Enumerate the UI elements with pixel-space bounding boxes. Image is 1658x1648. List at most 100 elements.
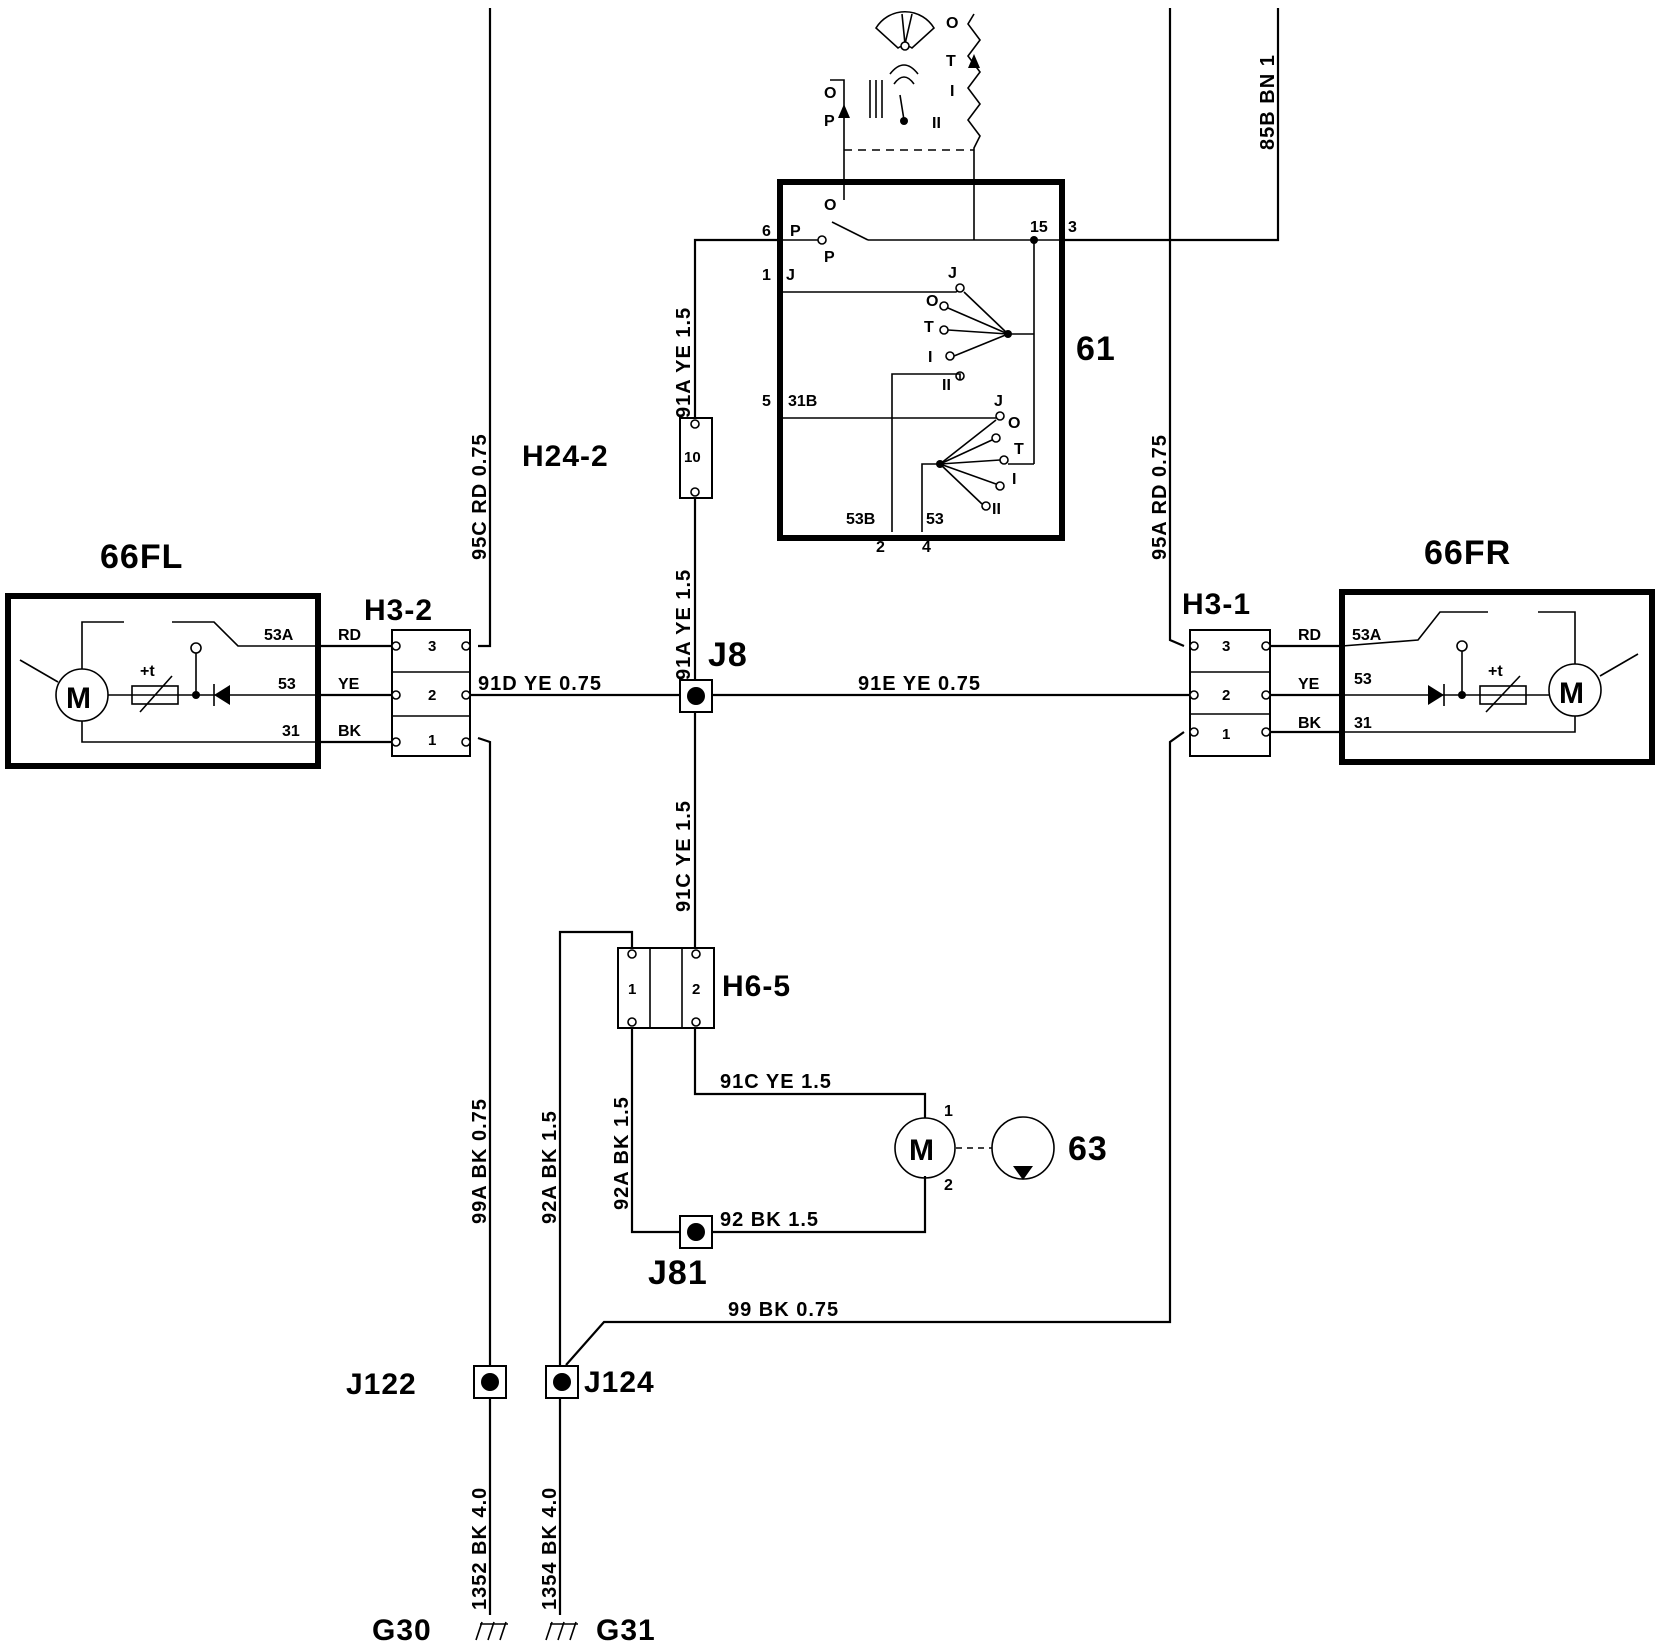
sym-I: I <box>950 83 954 100</box>
wiper-arm-fr-icon <box>1599 653 1639 677</box>
sw-pin-P2: P <box>824 249 835 266</box>
fl-wire-rd: RD <box>338 627 361 644</box>
j124-label: J124 <box>584 1366 655 1399</box>
h24-2-label: H24-2 <box>522 440 609 473</box>
h24-2-pin-bottom <box>690 487 700 497</box>
label-91e: 91E YE 0.75 <box>858 673 981 695</box>
connector-h6-5: 1 2 H6-5 <box>617 947 791 1029</box>
h3-1-pin3: 3 <box>1222 638 1230 655</box>
fl-internal-top <box>81 621 124 669</box>
fr-thermistor-slash <box>1485 675 1521 713</box>
pos-T2: T <box>1014 441 1024 458</box>
sym-O2: O <box>946 15 958 32</box>
label-85b: 85B BN 1 <box>1257 54 1279 150</box>
wire-92a-right <box>630 1022 680 1234</box>
label-92a-right: 92A BK 1.5 <box>611 1096 633 1210</box>
splice-j124: J124 <box>545 1365 655 1399</box>
label-92: 92 BK 1.5 <box>720 1209 819 1231</box>
pos-J2: J <box>994 393 1003 410</box>
h3-1-pin-a <box>1189 641 1199 651</box>
h3-2-pin-e <box>391 737 401 747</box>
j8-label: J8 <box>708 636 748 674</box>
h6-5-label: H6-5 <box>722 970 791 1003</box>
fr-pin-53: 53 <box>1354 671 1372 688</box>
pos-T: T <box>924 319 934 336</box>
fl-pin-53: 53 <box>278 676 296 693</box>
h24-2-pin-top <box>690 419 700 429</box>
pos-II2: II <box>992 501 1001 518</box>
fr-pin-53a: 53A <box>1352 627 1382 644</box>
fl-wire-ye: YE <box>338 676 360 693</box>
washer-spray-icon <box>889 64 919 121</box>
connector-h24-2: H24-2 10 <box>522 417 713 499</box>
wires <box>318 8 1342 1615</box>
j122-label: J122 <box>346 1368 417 1401</box>
splice-j81: J81 <box>648 1215 713 1292</box>
fr-wire-rd: RD <box>1298 627 1321 644</box>
wiper-motor-66fr: 66FR M +t 53A 53 31 RD YE BK <box>1298 534 1655 765</box>
label-99a: 99A BK 0.75 <box>469 1098 491 1224</box>
h3-2-pin1: 1 <box>428 732 436 749</box>
h6-5-pin2: 2 <box>692 981 700 998</box>
j124-dot <box>553 1373 571 1391</box>
washer-pump-63: M 1 2 63 <box>894 1103 1107 1194</box>
wire-99a <box>477 736 492 1368</box>
wire-99 <box>565 731 1185 1366</box>
h3-2-pin-f <box>461 737 471 747</box>
ground-g31-icon <box>545 1621 578 1641</box>
pump-pin1: 1 <box>944 1103 953 1120</box>
grounds: G30 G31 <box>372 1614 656 1647</box>
pos-II: II <box>942 377 951 394</box>
h3-1-pin-b <box>1261 641 1271 651</box>
h6-5-pin-b <box>691 949 701 959</box>
wire-91a-top <box>693 238 780 418</box>
fr-thermistor <box>1479 685 1527 705</box>
connector-h3-2: H3-2 3 2 1 <box>364 594 471 757</box>
motor-66fl-box <box>5 593 321 769</box>
fr-pin-31: 31 <box>1354 715 1372 732</box>
switch-61-box <box>777 179 1065 541</box>
sw-pin-6: 6 <box>762 223 771 240</box>
h6-5-body <box>617 947 715 1029</box>
pump-motor-symbol <box>894 1117 956 1179</box>
ground-g31-label: G31 <box>596 1614 656 1647</box>
motor-66fl-label: 66FL <box>100 538 183 576</box>
h3-1-pin-f <box>1261 727 1271 737</box>
fr-internal-top2 <box>1341 611 1488 647</box>
h3-2-pin-b <box>461 641 471 651</box>
wire-92a-left <box>558 930 634 1368</box>
sym-II: II <box>932 115 941 132</box>
h3-1-pin2: 2 <box>1222 687 1230 704</box>
splice-j122: J122 <box>346 1365 507 1401</box>
fr-junction <box>1458 691 1466 699</box>
pos-I2: I <box>1012 471 1016 488</box>
label-95c: 95C RD 0.75 <box>469 433 491 560</box>
ground-g30-label: G30 <box>372 1614 432 1647</box>
pos-I: I <box>928 349 932 366</box>
j122-box <box>473 1365 507 1399</box>
h3-1-pin-c <box>1189 690 1199 700</box>
switch-line-31b <box>780 415 1001 419</box>
h6-5-pin1: 1 <box>628 981 636 998</box>
sw-pin-53: 53 <box>926 511 944 528</box>
sym-T: T <box>946 53 956 70</box>
switch-p-lever <box>831 221 869 241</box>
sw-pin-3: 3 <box>1068 219 1077 236</box>
label-99: 99 BK 0.75 <box>728 1299 839 1321</box>
h3-2-pin-c <box>391 690 401 700</box>
sym-right-zigzag <box>967 13 981 182</box>
fl-internal-top2 <box>172 621 318 647</box>
label-1352: 1352 BK 4.0 <box>469 1487 491 1610</box>
h3-2-pin3: 3 <box>428 638 436 655</box>
pos-O: O <box>926 293 938 310</box>
h3-1-pin1: 1 <box>1222 726 1230 743</box>
fl-pin-53a: 53A <box>264 627 294 644</box>
fl-pin-31: 31 <box>282 723 300 740</box>
switch-61-label: 61 <box>1076 330 1116 368</box>
fl-wire-bk: BK <box>338 723 362 740</box>
motor-66fl-m: M <box>66 682 92 715</box>
fl-internal-bk <box>81 721 318 743</box>
j81-label: J81 <box>648 1254 708 1292</box>
label-95a: 95A RD 0.75 <box>1149 434 1171 560</box>
h3-2-pin-d <box>461 690 471 700</box>
